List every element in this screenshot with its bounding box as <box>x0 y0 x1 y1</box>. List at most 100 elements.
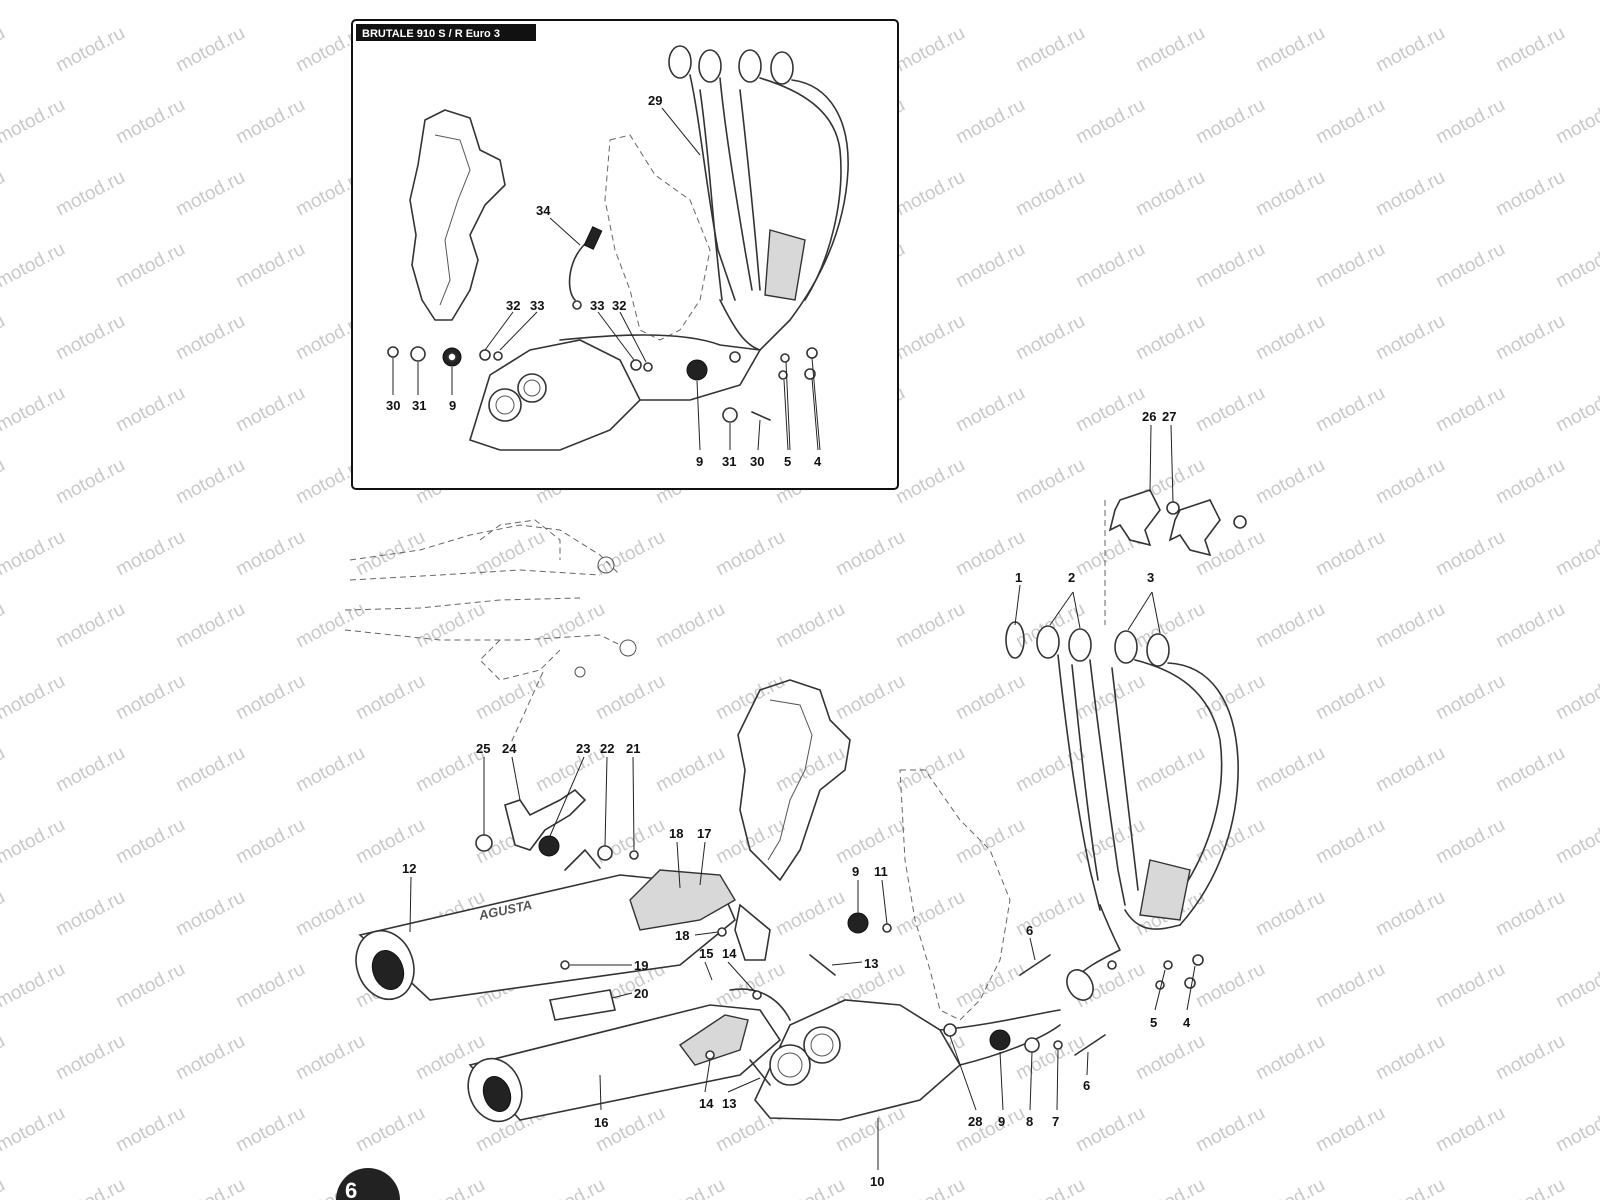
watermark-text: motod.ru <box>1132 599 1208 653</box>
collector-box <box>754 999 1061 1121</box>
watermark-text: motod.ru <box>1372 1175 1448 1200</box>
watermark-text: motod.ru <box>172 743 248 797</box>
watermark-text: motod.ru <box>172 455 248 509</box>
callout: 6 <box>1026 923 1033 938</box>
watermark-text: motod.ru <box>1432 383 1508 437</box>
inset-panel: BRUTALE 910 S / R Euro 3 <box>351 19 899 490</box>
bracket-24 <box>504 788 587 851</box>
main-hardware <box>475 834 1204 1086</box>
watermark-text: motod.ru <box>1312 959 1388 1013</box>
watermark-text: motod.ru <box>892 311 968 365</box>
callout: 31 <box>412 398 426 413</box>
watermark-text: motod.ru <box>1312 383 1388 437</box>
pipe-4 <box>1167 662 1239 926</box>
inset-sensor-tip <box>572 300 582 310</box>
watermark-text: motod.ru <box>952 815 1028 869</box>
watermark-text: motod.ru <box>1492 23 1568 77</box>
watermark-text: motod.ru <box>1132 1175 1208 1200</box>
watermark-text: motod.ru <box>1252 311 1328 365</box>
watermark-text: motod.ru <box>1072 0 1148 4</box>
callout: 9 <box>696 454 703 469</box>
watermark-text: motod.ru <box>1072 671 1148 725</box>
watermark-text: motod.ru <box>52 167 128 221</box>
inset-pipe-2 <box>719 77 753 291</box>
screw-18-lower <box>717 927 727 937</box>
watermark-text: motod.ru <box>1492 167 1568 221</box>
callout: 33 <box>590 298 604 313</box>
watermark-text: motod.ru <box>1432 527 1508 581</box>
watermark-text: motod.ru <box>652 599 728 653</box>
watermark-text: motod.ru <box>1492 743 1568 797</box>
silencer-upper-inlet <box>734 903 771 961</box>
inset-outlet-1-inner <box>495 395 515 415</box>
watermark-text: motod.ru <box>1372 311 1448 365</box>
watermark-text: motod.ru <box>1372 455 1448 509</box>
watermark-text: motod.ru <box>1072 1103 1148 1157</box>
watermark-text: motod.ru <box>1492 455 1568 509</box>
spring-13-lower <box>749 1059 771 1086</box>
watermark-text: motod.ru <box>892 455 968 509</box>
watermark-text: motod.ru <box>1252 23 1328 77</box>
watermark-text: motod.ru <box>1012 743 1088 797</box>
inset-pipe-4 <box>789 79 849 321</box>
callout: 18 <box>669 826 683 841</box>
watermark-text: motod.ru <box>1312 239 1388 293</box>
watermark-text: motod.ru <box>1072 95 1148 149</box>
watermark-text: motod.ru <box>1492 1031 1568 1085</box>
spring-13-upper <box>809 954 836 976</box>
watermark-text: motod.ru <box>0 23 9 77</box>
pipe-1b <box>1071 664 1099 881</box>
watermark-text: motod.ru <box>652 1175 728 1200</box>
hanger-26a <box>1108 489 1161 547</box>
watermark-text: motod.ru <box>1312 527 1388 581</box>
watermark-text: motod.ru <box>1372 1031 1448 1085</box>
frame-outline <box>344 519 637 681</box>
watermark-text: motod.ru <box>1552 959 1600 1013</box>
watermark-text: motod.ru <box>0 599 9 653</box>
page-number-badge <box>336 1168 400 1200</box>
watermark-text: motod.ru <box>112 527 188 581</box>
spring-6-upper <box>1019 954 1051 976</box>
pipe-flange-2b <box>1068 628 1092 662</box>
frame-to-bracket-leader <box>509 671 544 746</box>
callout: 1 <box>1015 570 1022 585</box>
callout: 33 <box>530 298 544 313</box>
watermark-text: motod.ru <box>1192 1103 1268 1157</box>
watermark-text: motod.ru <box>832 815 908 869</box>
watermark-text: motod.ru <box>1072 383 1148 437</box>
watermark-text: motod.ru <box>0 383 69 437</box>
watermark-text: motod.ru <box>1552 95 1600 149</box>
callout: 11 <box>874 864 888 879</box>
watermark-text: motod.ru <box>1312 671 1388 725</box>
watermark-text: motod.ru <box>712 0 788 4</box>
watermark-text: motod.ru <box>232 671 308 725</box>
watermark-text: motod.ru <box>1552 0 1600 4</box>
callout: 13 <box>864 956 878 971</box>
callout: 34 <box>536 203 551 218</box>
watermark-text: motod.ru <box>112 0 188 4</box>
watermark-text: motod.ru <box>1012 455 1088 509</box>
washer-22 <box>597 845 613 861</box>
watermark-text: motod.ru <box>952 95 1028 149</box>
nut-27a <box>1166 501 1180 515</box>
callout: 16 <box>594 1115 608 1130</box>
callout: 31 <box>722 454 736 469</box>
watermark-text: motod.ru <box>1312 815 1388 869</box>
watermark-text: motod.ru <box>0 95 69 149</box>
watermark-text: motod.ru <box>0 455 9 509</box>
inset-frame-plate-rear <box>604 134 711 341</box>
watermark-text: motod.ru <box>292 887 368 941</box>
washer-5a <box>1163 960 1173 970</box>
watermark-text: motod.ru <box>1192 0 1268 4</box>
callout: 14 <box>722 946 737 961</box>
watermark-text: motod.ru <box>52 1175 128 1200</box>
callout: 15 <box>699 946 713 961</box>
frame-plate-left <box>737 679 851 881</box>
watermark-text: motod.ru <box>1372 23 1448 77</box>
watermark-text: motod.ru <box>52 743 128 797</box>
callout: 32 <box>612 298 626 313</box>
watermark-text: motod.ru <box>1372 599 1448 653</box>
link-pipe <box>939 1009 1061 1031</box>
inset-frame-plate-left-detail <box>434 134 471 306</box>
grommet-9-upper <box>847 912 869 934</box>
